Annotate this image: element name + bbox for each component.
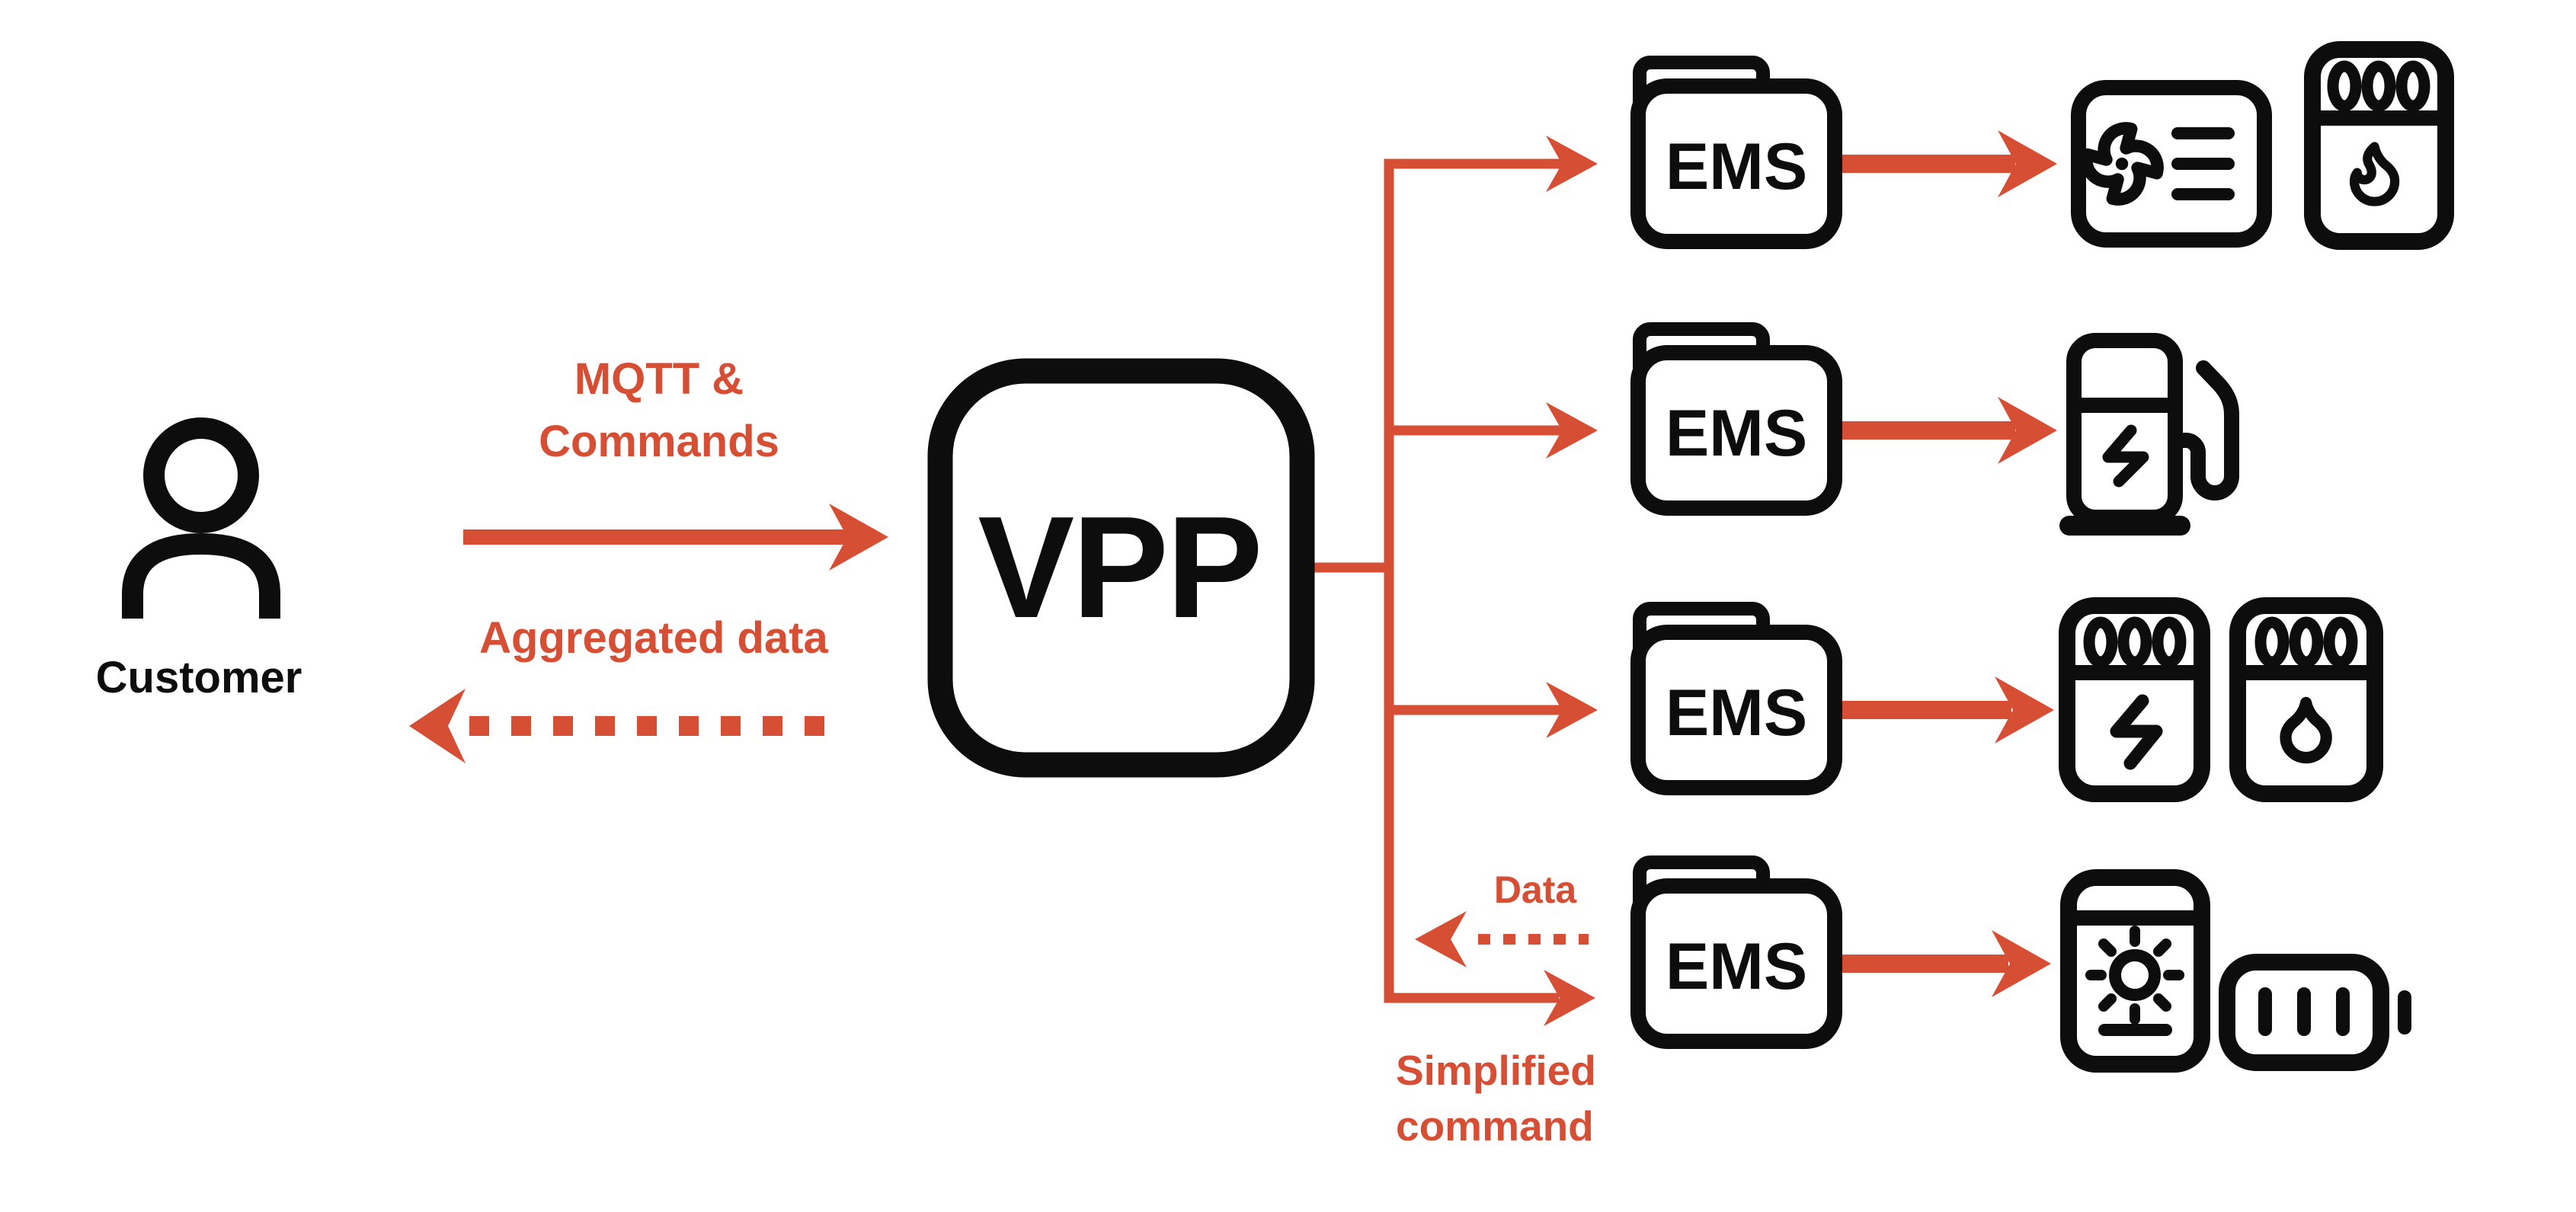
electric-heater-icon: [2059, 597, 2210, 802]
ems-device-arrows: [1839, 130, 2057, 997]
lightning-bolt-icon: [2102, 424, 2149, 488]
ems-label: EMS: [1666, 930, 1807, 1003]
charger-nozzle-icon: [2169, 360, 2239, 500]
hvac-fan-unit-icon: [2071, 80, 2272, 248]
ems-label: EMS: [1666, 397, 1807, 470]
vpp-branch-lines: [1304, 136, 1598, 1026]
arrowhead-left-icon: [409, 689, 466, 763]
ems-node-1: EMS: [1630, 56, 1842, 249]
sun-icon: [2085, 926, 2184, 1025]
droplet-icon: [2280, 696, 2332, 764]
person-icon: [122, 417, 280, 619]
mqtt-commands-arrow: [463, 504, 888, 571]
water-heater-icon: [2229, 597, 2383, 802]
ems-node-3: EMS: [1630, 602, 1842, 795]
ev-charger-icon: [2059, 333, 2239, 536]
gas-boiler-icon: [2304, 41, 2454, 250]
ems-label: EMS: [1666, 130, 1807, 203]
vpp-label: VPP: [978, 487, 1260, 648]
battery-icon: [2219, 954, 2411, 1071]
ems-data-arrow: [1415, 911, 1589, 967]
data-label: Data: [1494, 868, 1578, 911]
customer-node: Customer: [96, 417, 302, 702]
flow-arrows: [409, 130, 2057, 1026]
flame-icon: [2349, 142, 2400, 206]
ems-node-4: EMS: [1630, 855, 1842, 1049]
solar-inverter-icon: [2060, 869, 2210, 1073]
ems-label: EMS: [1666, 676, 1807, 750]
aggregated-data-arrow: [409, 689, 844, 763]
mqtt-commands-label-line2: Commands: [539, 417, 779, 466]
simplified-command-label-line2: command: [1396, 1102, 1594, 1150]
customer-label: Customer: [96, 653, 302, 702]
vpp-node: VPP: [927, 358, 1315, 778]
mqtt-commands-label-line1: MQTT &: [574, 354, 744, 404]
lightning-bolt-icon: [2110, 694, 2163, 770]
ems-node-2: EMS: [1630, 322, 1842, 516]
aggregated-data-label: Aggregated data: [479, 613, 828, 663]
simplified-command-label-line1: Simplified: [1396, 1047, 1596, 1094]
arrowhead-left-icon: [1415, 911, 1467, 967]
